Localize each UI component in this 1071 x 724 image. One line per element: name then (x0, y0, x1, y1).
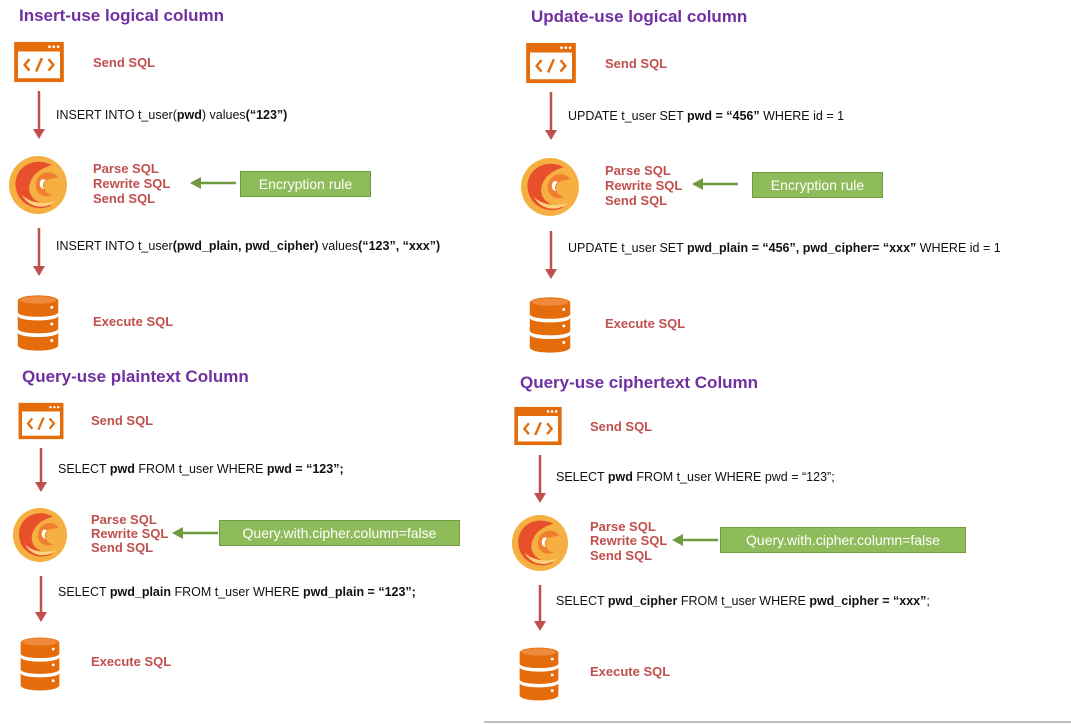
send-sql-label: Send SQL (605, 56, 668, 71)
code-window-icon (513, 406, 563, 446)
flow-arrow (33, 91, 45, 139)
sql-after: SELECT pwd_plain FROM t_user WHERE pwd_p… (58, 585, 416, 599)
rule-arrow-icon (172, 527, 218, 539)
encryption-rule-box: Encryption rule (240, 171, 371, 197)
send-sql-label: Send SQL (91, 413, 154, 428)
sql-after: SELECT pwd_cipher FROM t_user WHERE pwd_… (556, 594, 930, 608)
sql-before: SELECT pwd FROM t_user WHERE pwd = “123”… (556, 470, 835, 484)
flow-arrow (35, 448, 47, 492)
shardingsphere-logo-icon (511, 514, 569, 572)
query-cipher-panel-title: Query-use ciphertext Column (520, 373, 759, 392)
flow-arrow (534, 455, 546, 503)
update-panel-title: Update-use logical column (531, 7, 748, 26)
database-icon (15, 292, 61, 354)
flow-arrow (545, 231, 557, 279)
shardingsphere-logo-icon (12, 507, 68, 563)
sql-before: INSERT INTO t_user(pwd) values(“123”) (56, 108, 288, 122)
flow-arrow (33, 228, 45, 276)
execute-sql-label: Execute SQL (605, 316, 686, 331)
encryption-rule-box: Encryption rule (752, 172, 883, 198)
send-sql-label: Send SQL (93, 191, 156, 206)
sql-after: INSERT INTO t_user(pwd_plain, pwd_cipher… (56, 239, 441, 253)
divider (484, 721, 1071, 723)
rewrite-sql-label: Rewrite SQL (93, 176, 171, 191)
insert-panel-title: Insert-use logical column (19, 6, 224, 25)
send-sql-label: Send SQL (605, 193, 668, 208)
rule-arrow-icon (672, 534, 718, 546)
database-icon (517, 643, 561, 705)
parse-sql-label: Parse SQL (93, 161, 159, 176)
rewrite-sql-label: Rewrite SQL (91, 526, 169, 541)
rule-arrow-icon (190, 177, 236, 189)
send-sql-label: Send SQL (91, 540, 154, 555)
code-window-icon (524, 42, 578, 84)
send-sql-label: Send SQL (590, 419, 653, 434)
sql-before: SELECT pwd FROM t_user WHERE pwd = “123”… (58, 462, 344, 476)
sql-after: UPDATE t_user SET pwd_plain = “456”, pwd… (568, 241, 1001, 255)
rewrite-sql-label: Rewrite SQL (605, 178, 683, 193)
shardingsphere-logo-icon (520, 157, 580, 217)
execute-sql-label: Execute SQL (590, 664, 671, 679)
send-sql-label: Send SQL (93, 55, 156, 70)
send-sql-label: Send SQL (590, 548, 653, 563)
execute-sql-label: Execute SQL (91, 654, 172, 669)
database-icon (18, 634, 62, 694)
rewrite-sql-label: Rewrite SQL (590, 533, 668, 548)
parse-sql-label: Parse SQL (605, 163, 671, 178)
query-plain-panel-title: Query-use plaintext Column (22, 367, 249, 386)
flow-arrow (545, 92, 557, 140)
flow-arrow (534, 585, 546, 631)
execute-sql-label: Execute SQL (93, 314, 174, 329)
flow-arrow (35, 576, 47, 622)
sql-before: UPDATE t_user SET pwd = “456” WHERE id =… (568, 109, 845, 123)
query-rule-box: Query.with.cipher.column=false (720, 527, 966, 553)
code-window-icon (12, 41, 66, 83)
shardingsphere-logo-icon (8, 155, 68, 215)
database-icon (527, 294, 573, 356)
query-rule-box: Query.with.cipher.column=false (219, 520, 460, 546)
rule-arrow-icon (692, 178, 738, 190)
parse-sql-label: Parse SQL (91, 512, 157, 527)
code-window-icon (17, 402, 65, 440)
parse-sql-label: Parse SQL (590, 519, 656, 534)
